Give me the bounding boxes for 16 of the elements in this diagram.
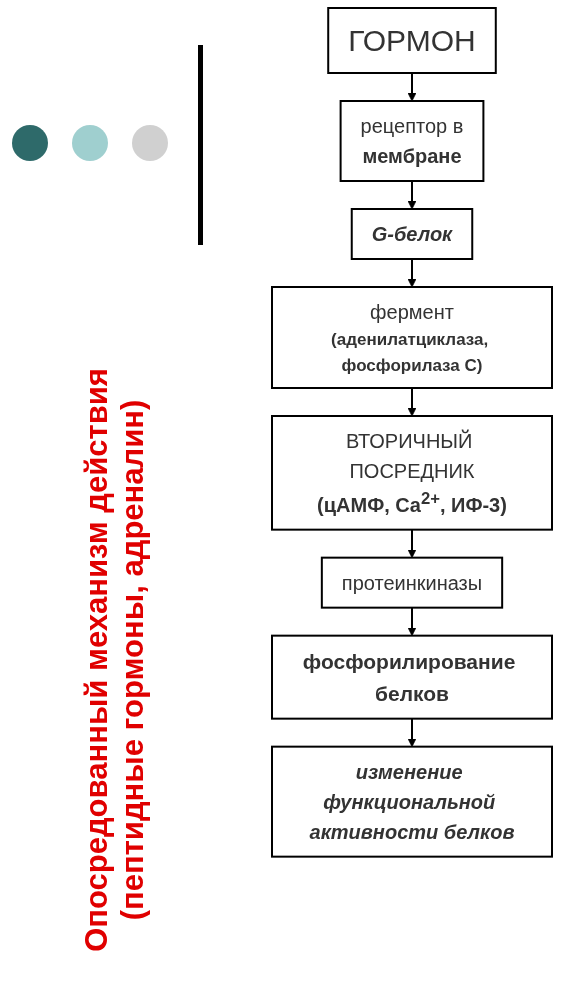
title: Опосредованный механизм действия (пептидные гормоны, адреналин) [79, 367, 151, 954]
node-box: фосфорилирование белков [270, 634, 553, 720]
arrow [407, 606, 416, 637]
node-box: протеинкиназы [320, 556, 503, 609]
node-box: ГОРМОН [326, 7, 497, 74]
arrow [407, 528, 416, 559]
node-box: фермент (аденилатциклаза, фосфорилаза С) [270, 286, 553, 389]
arrow [407, 717, 416, 748]
node-box: ВТОРИЧНЫЙ ПОСРЕДНИК (цАМФ, Ca$^{2+}$, ИФ-3) [270, 415, 553, 531]
node-box: рецептор в мембране [339, 100, 484, 182]
arrow [407, 258, 416, 288]
arrow [407, 180, 416, 210]
arrow [407, 72, 416, 102]
node-box: G-белок [350, 208, 473, 260]
arrow [407, 387, 416, 417]
node-box: изменение функциональной активности белков [270, 745, 553, 858]
